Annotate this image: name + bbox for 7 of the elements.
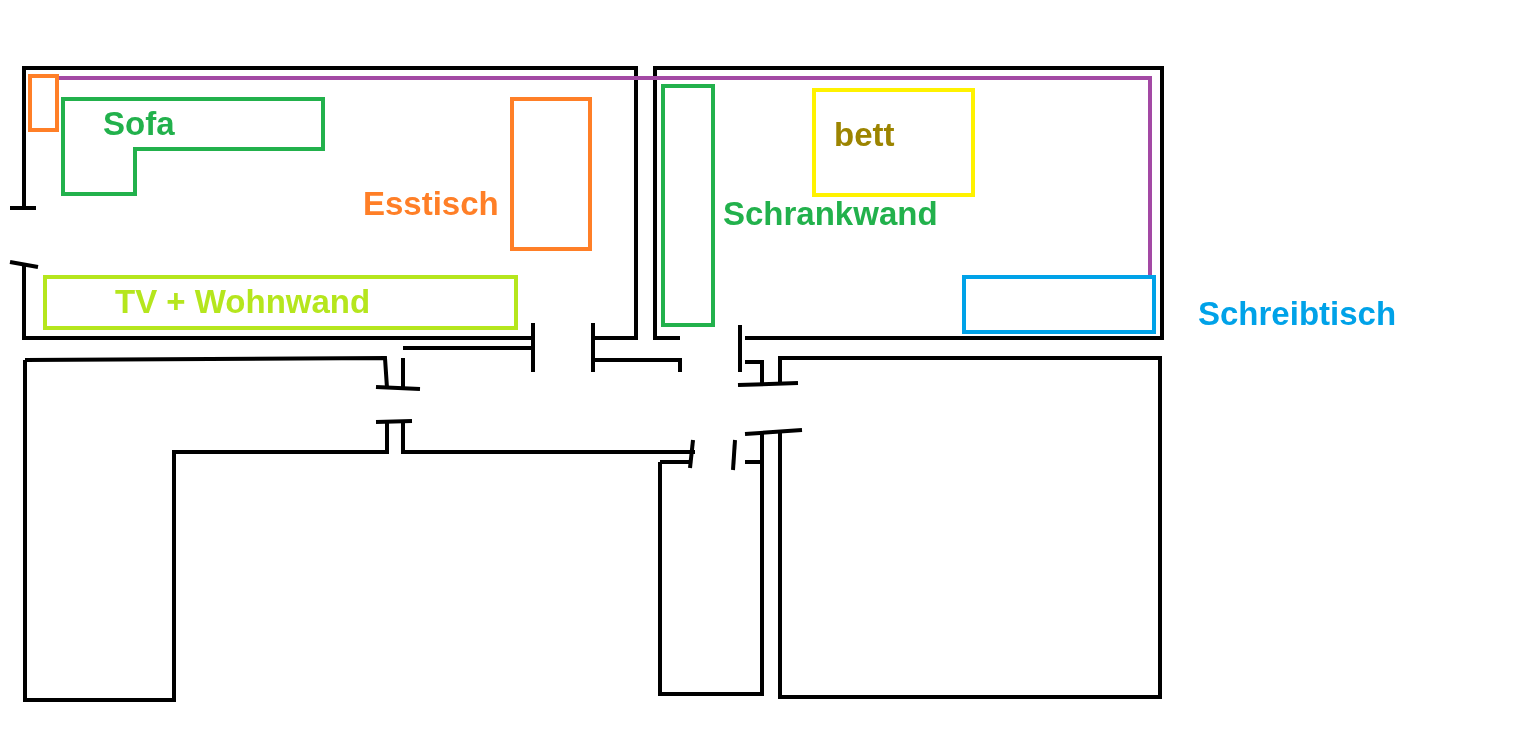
furniture-label: bett	[834, 116, 895, 154]
furniture-label: Schreibtisch	[1198, 295, 1397, 333]
furniture-label: Esstisch	[363, 185, 499, 223]
furniture-label: TV + Wohnwand	[115, 283, 371, 321]
furniture-label: Sofa	[103, 105, 175, 143]
furniture-label: Schrankwand	[723, 195, 938, 233]
cable-line	[59, 76, 1152, 275]
